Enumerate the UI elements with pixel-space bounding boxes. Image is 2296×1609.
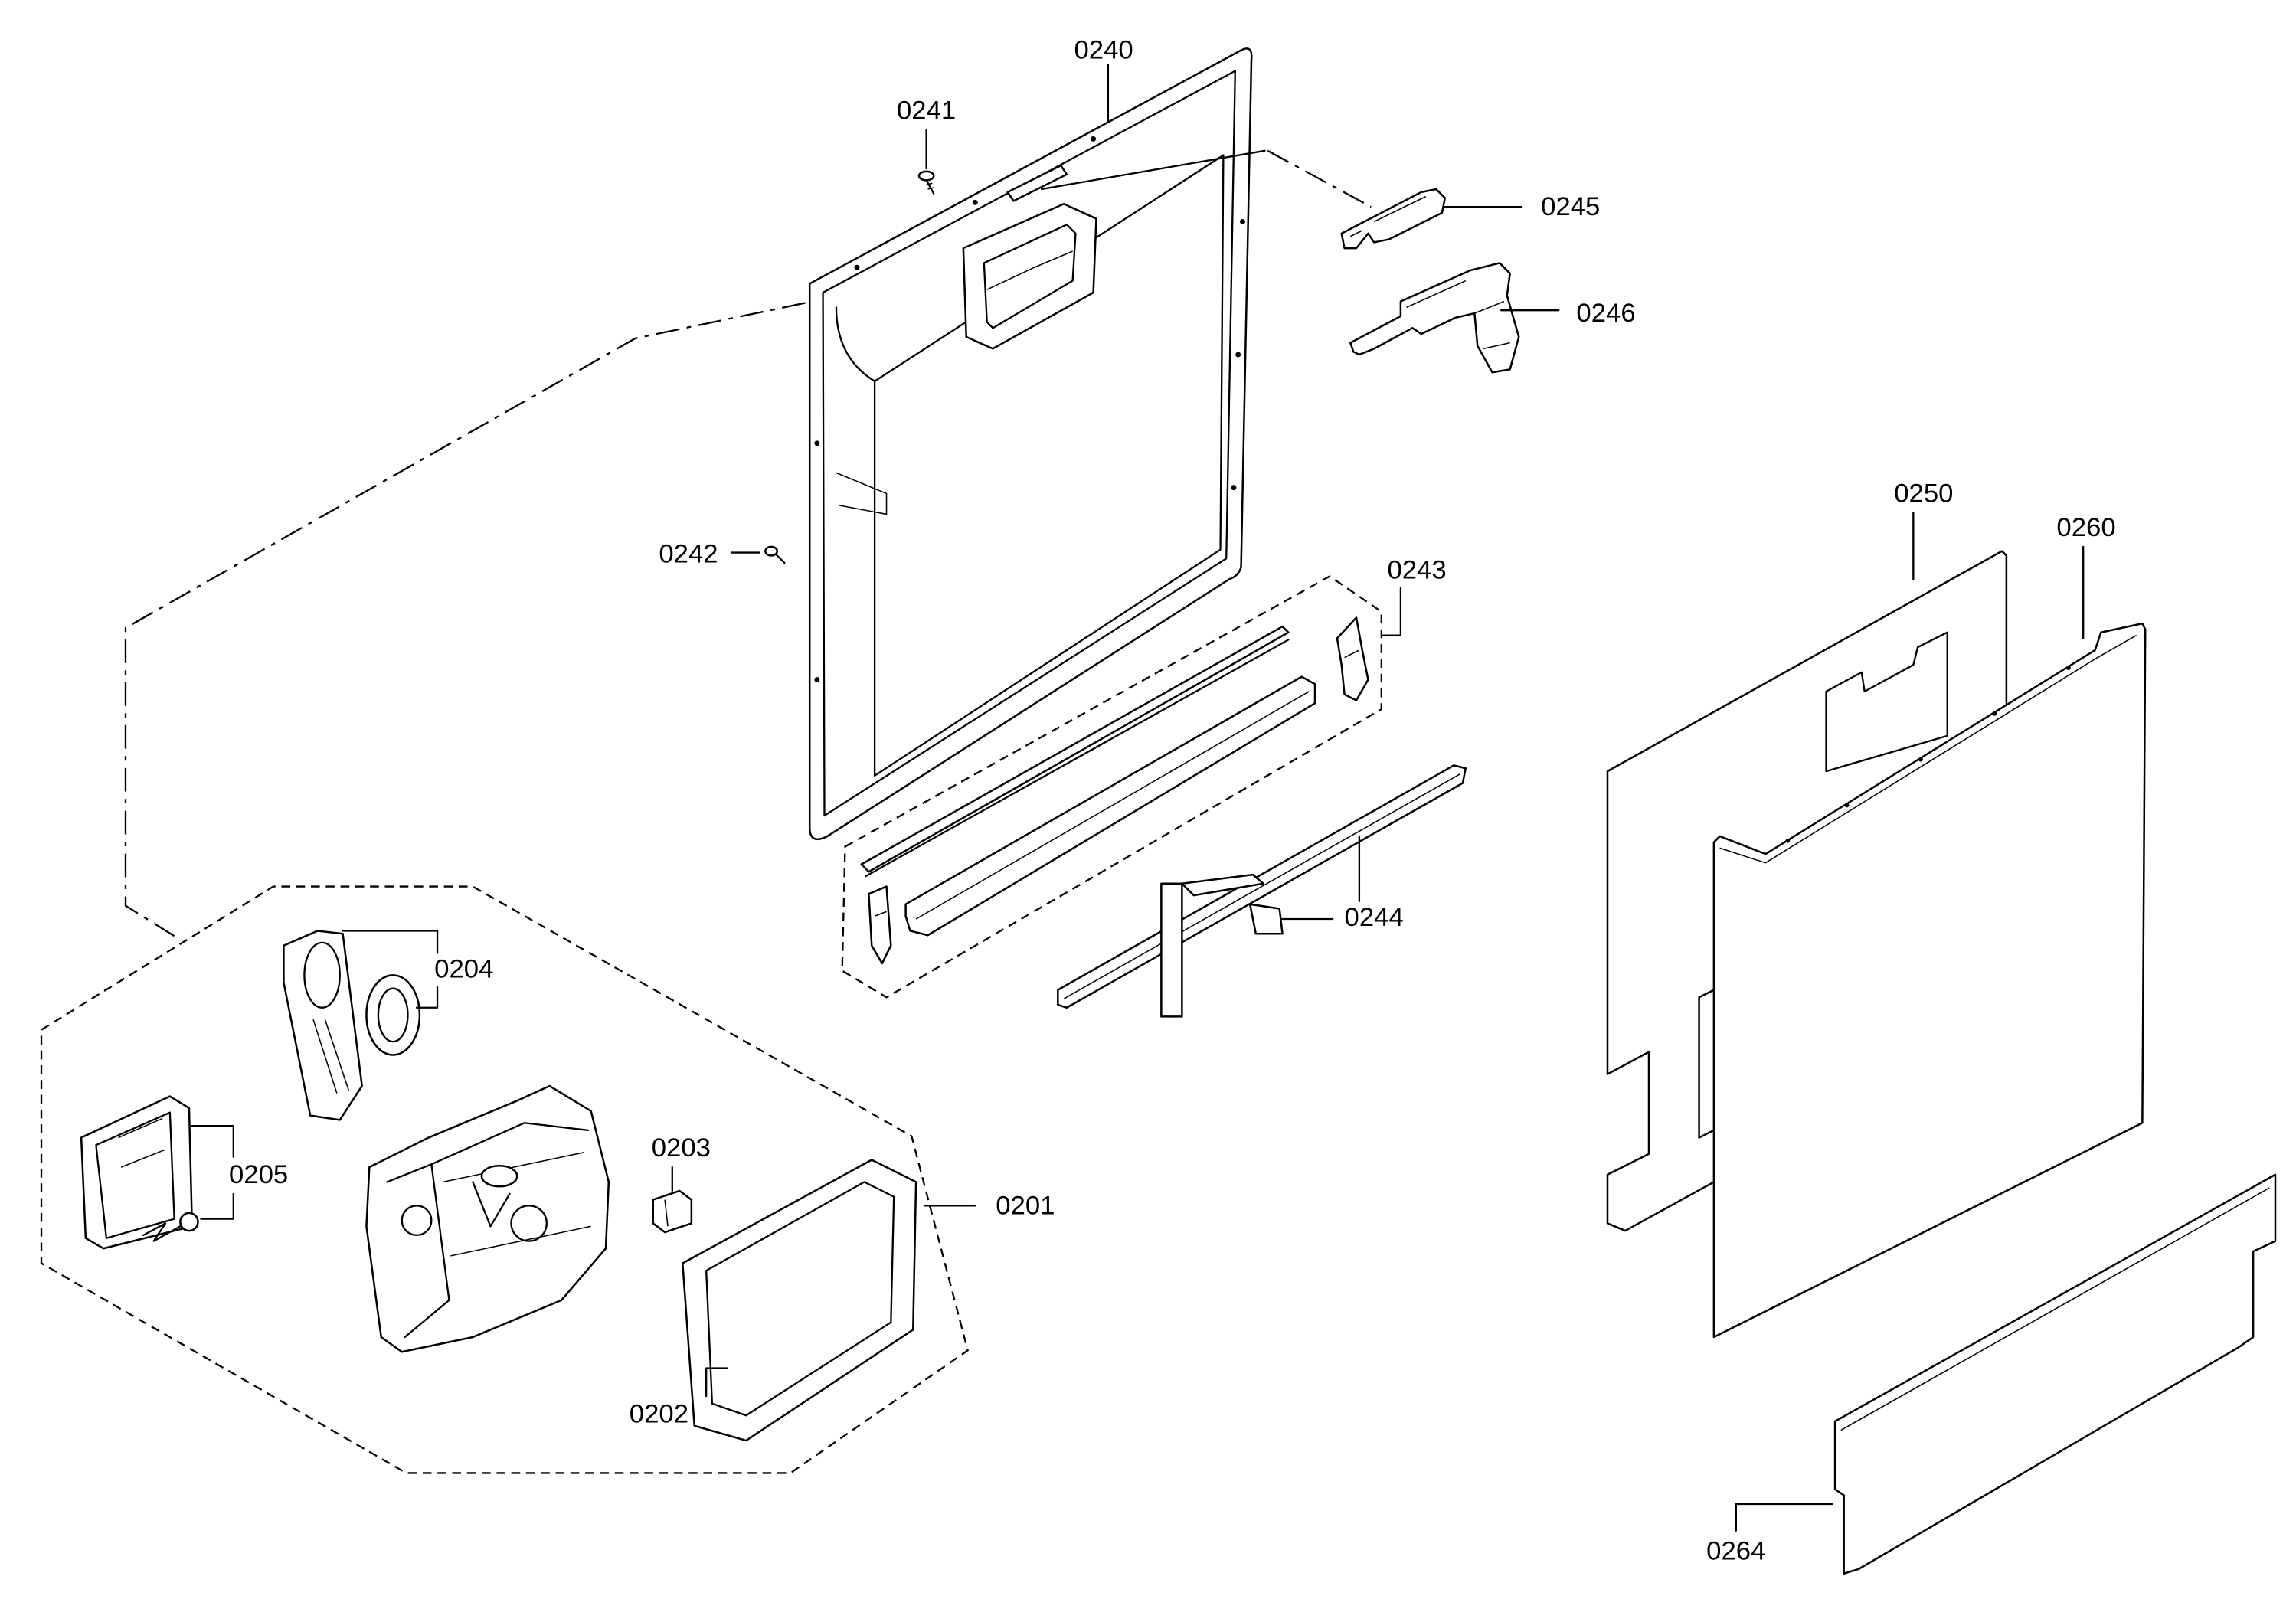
kick-plate-0264: [1833, 1173, 2277, 1575]
clip-0203: [652, 1189, 693, 1234]
callout-0203-label: 0203: [652, 1133, 711, 1163]
callout-0250-label: 0250: [1894, 479, 1953, 508]
callout-0264-leader: [1735, 1503, 1833, 1532]
callout-0243-label: 0243: [1387, 556, 1446, 585]
callout-0202-label: 0202: [630, 1399, 688, 1428]
callout-0264-label: 0264: [1706, 1537, 1765, 1566]
gasket-frame-0202: [682, 1159, 917, 1442]
callout-0204-label: 0204: [434, 955, 493, 984]
callout-0202-leader: [705, 1367, 728, 1398]
callout-0244-leader: [1281, 835, 1361, 921]
spring-0205: [142, 1212, 199, 1242]
callout-0204-leader: [342, 930, 439, 1009]
rail-0244: [1057, 764, 1467, 1018]
screw-0242: [764, 545, 786, 564]
callout-0205-leader: [191, 1124, 234, 1220]
group-0243-dashed-outline: [841, 575, 1382, 999]
callout-0246-label: 0246: [1576, 299, 1635, 328]
callout-0260-label: 0260: [2056, 513, 2115, 542]
control-module-0201: [365, 1084, 610, 1353]
callout-0240-label: 0240: [1074, 36, 1133, 65]
screw-0241: [917, 170, 935, 195]
group-0201-dashed-outline: [40, 885, 969, 1474]
bracket-0204: [283, 930, 363, 1121]
dispenser-opening: [962, 164, 1097, 350]
callout-0245-label: 0245: [1541, 192, 1600, 221]
hook-0246: [1349, 262, 1520, 374]
callout-0243-leader: [1382, 587, 1402, 636]
callout-0205-label: 0205: [229, 1160, 288, 1189]
latch-0245: [1340, 188, 1447, 250]
inner-door-frame: [808, 47, 1253, 841]
seal-strip-group-0243: [860, 616, 1369, 965]
callout-0244-label: 0244: [1345, 903, 1404, 932]
outer-door-panel-0260: [1698, 622, 2147, 1339]
assembly-dash-dot-line: [124, 302, 806, 941]
callout-0201-label: 0201: [996, 1191, 1055, 1220]
dispenser-reference-line: [1040, 149, 1266, 191]
module-0205: [80, 1095, 194, 1250]
callout-0242-label: 0242: [659, 539, 718, 568]
dispenser-dash-dot-line: [1267, 149, 1372, 208]
ring-0204: [365, 974, 421, 1056]
callout-0241-label: 0241: [897, 96, 956, 126]
